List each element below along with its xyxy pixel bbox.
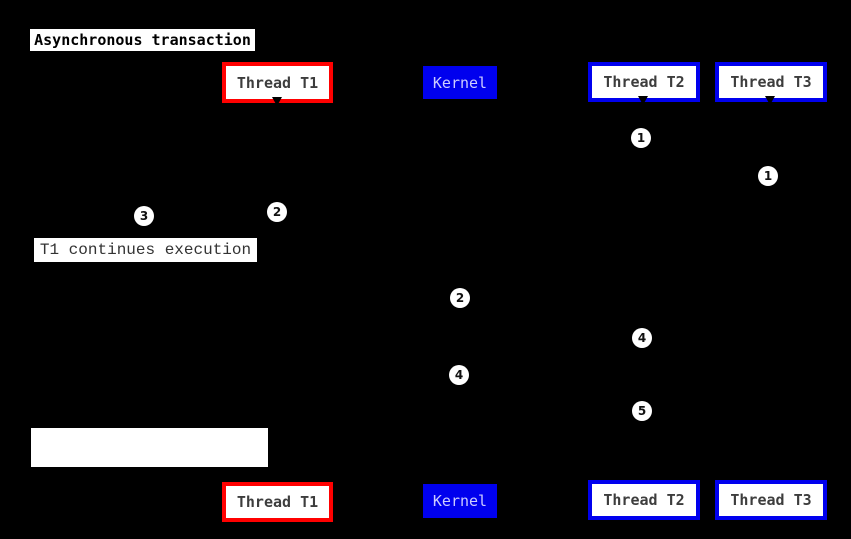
diagram-title: Asynchronous transaction <box>29 28 256 52</box>
lifeline-notch-t1-top <box>272 97 282 106</box>
step-badge: 1 <box>758 166 778 186</box>
actor-thread-t3-bottom: Thread T3 <box>715 480 827 520</box>
actor-label: Thread T2 <box>603 73 685 91</box>
note-t1-continues: T1 continues execution <box>33 237 258 263</box>
actor-kernel-bottom: Kernel <box>423 484 497 518</box>
actor-label: Thread T1 <box>236 73 319 92</box>
lifeline-notch-t2-top <box>638 96 648 105</box>
lifeline-notch-t3-top <box>765 96 775 105</box>
actor-thread-t3-top: Thread T3 <box>715 62 827 102</box>
actor-label: Thread T3 <box>730 491 812 509</box>
actor-kernel-top: Kernel <box>423 66 497 99</box>
actor-label: Thread T1 <box>236 493 319 511</box>
actor-label: Thread T3 <box>730 73 812 91</box>
step-badge: 2 <box>267 202 287 222</box>
actor-thread-t2-bottom: Thread T2 <box>588 480 700 520</box>
step-badge: 5 <box>632 401 652 421</box>
lifeline-arrowhead-t3-bottom <box>765 474 775 483</box>
lifeline-arrowhead-t2-bottom <box>638 474 648 483</box>
step-badge: 1 <box>631 128 651 148</box>
note-empty <box>30 427 269 468</box>
actor-thread-t1-bottom: Thread T1 <box>222 482 333 522</box>
lifeline-arrowhead-t1-bottom <box>272 476 282 485</box>
step-badge: 4 <box>449 365 469 385</box>
actor-label: Thread T2 <box>603 491 685 509</box>
actor-label: Kernel <box>432 492 488 510</box>
step-badge: 3 <box>134 206 154 226</box>
actor-label: Kernel <box>432 73 488 92</box>
step-badge: 4 <box>632 328 652 348</box>
step-badge: 2 <box>450 288 470 308</box>
